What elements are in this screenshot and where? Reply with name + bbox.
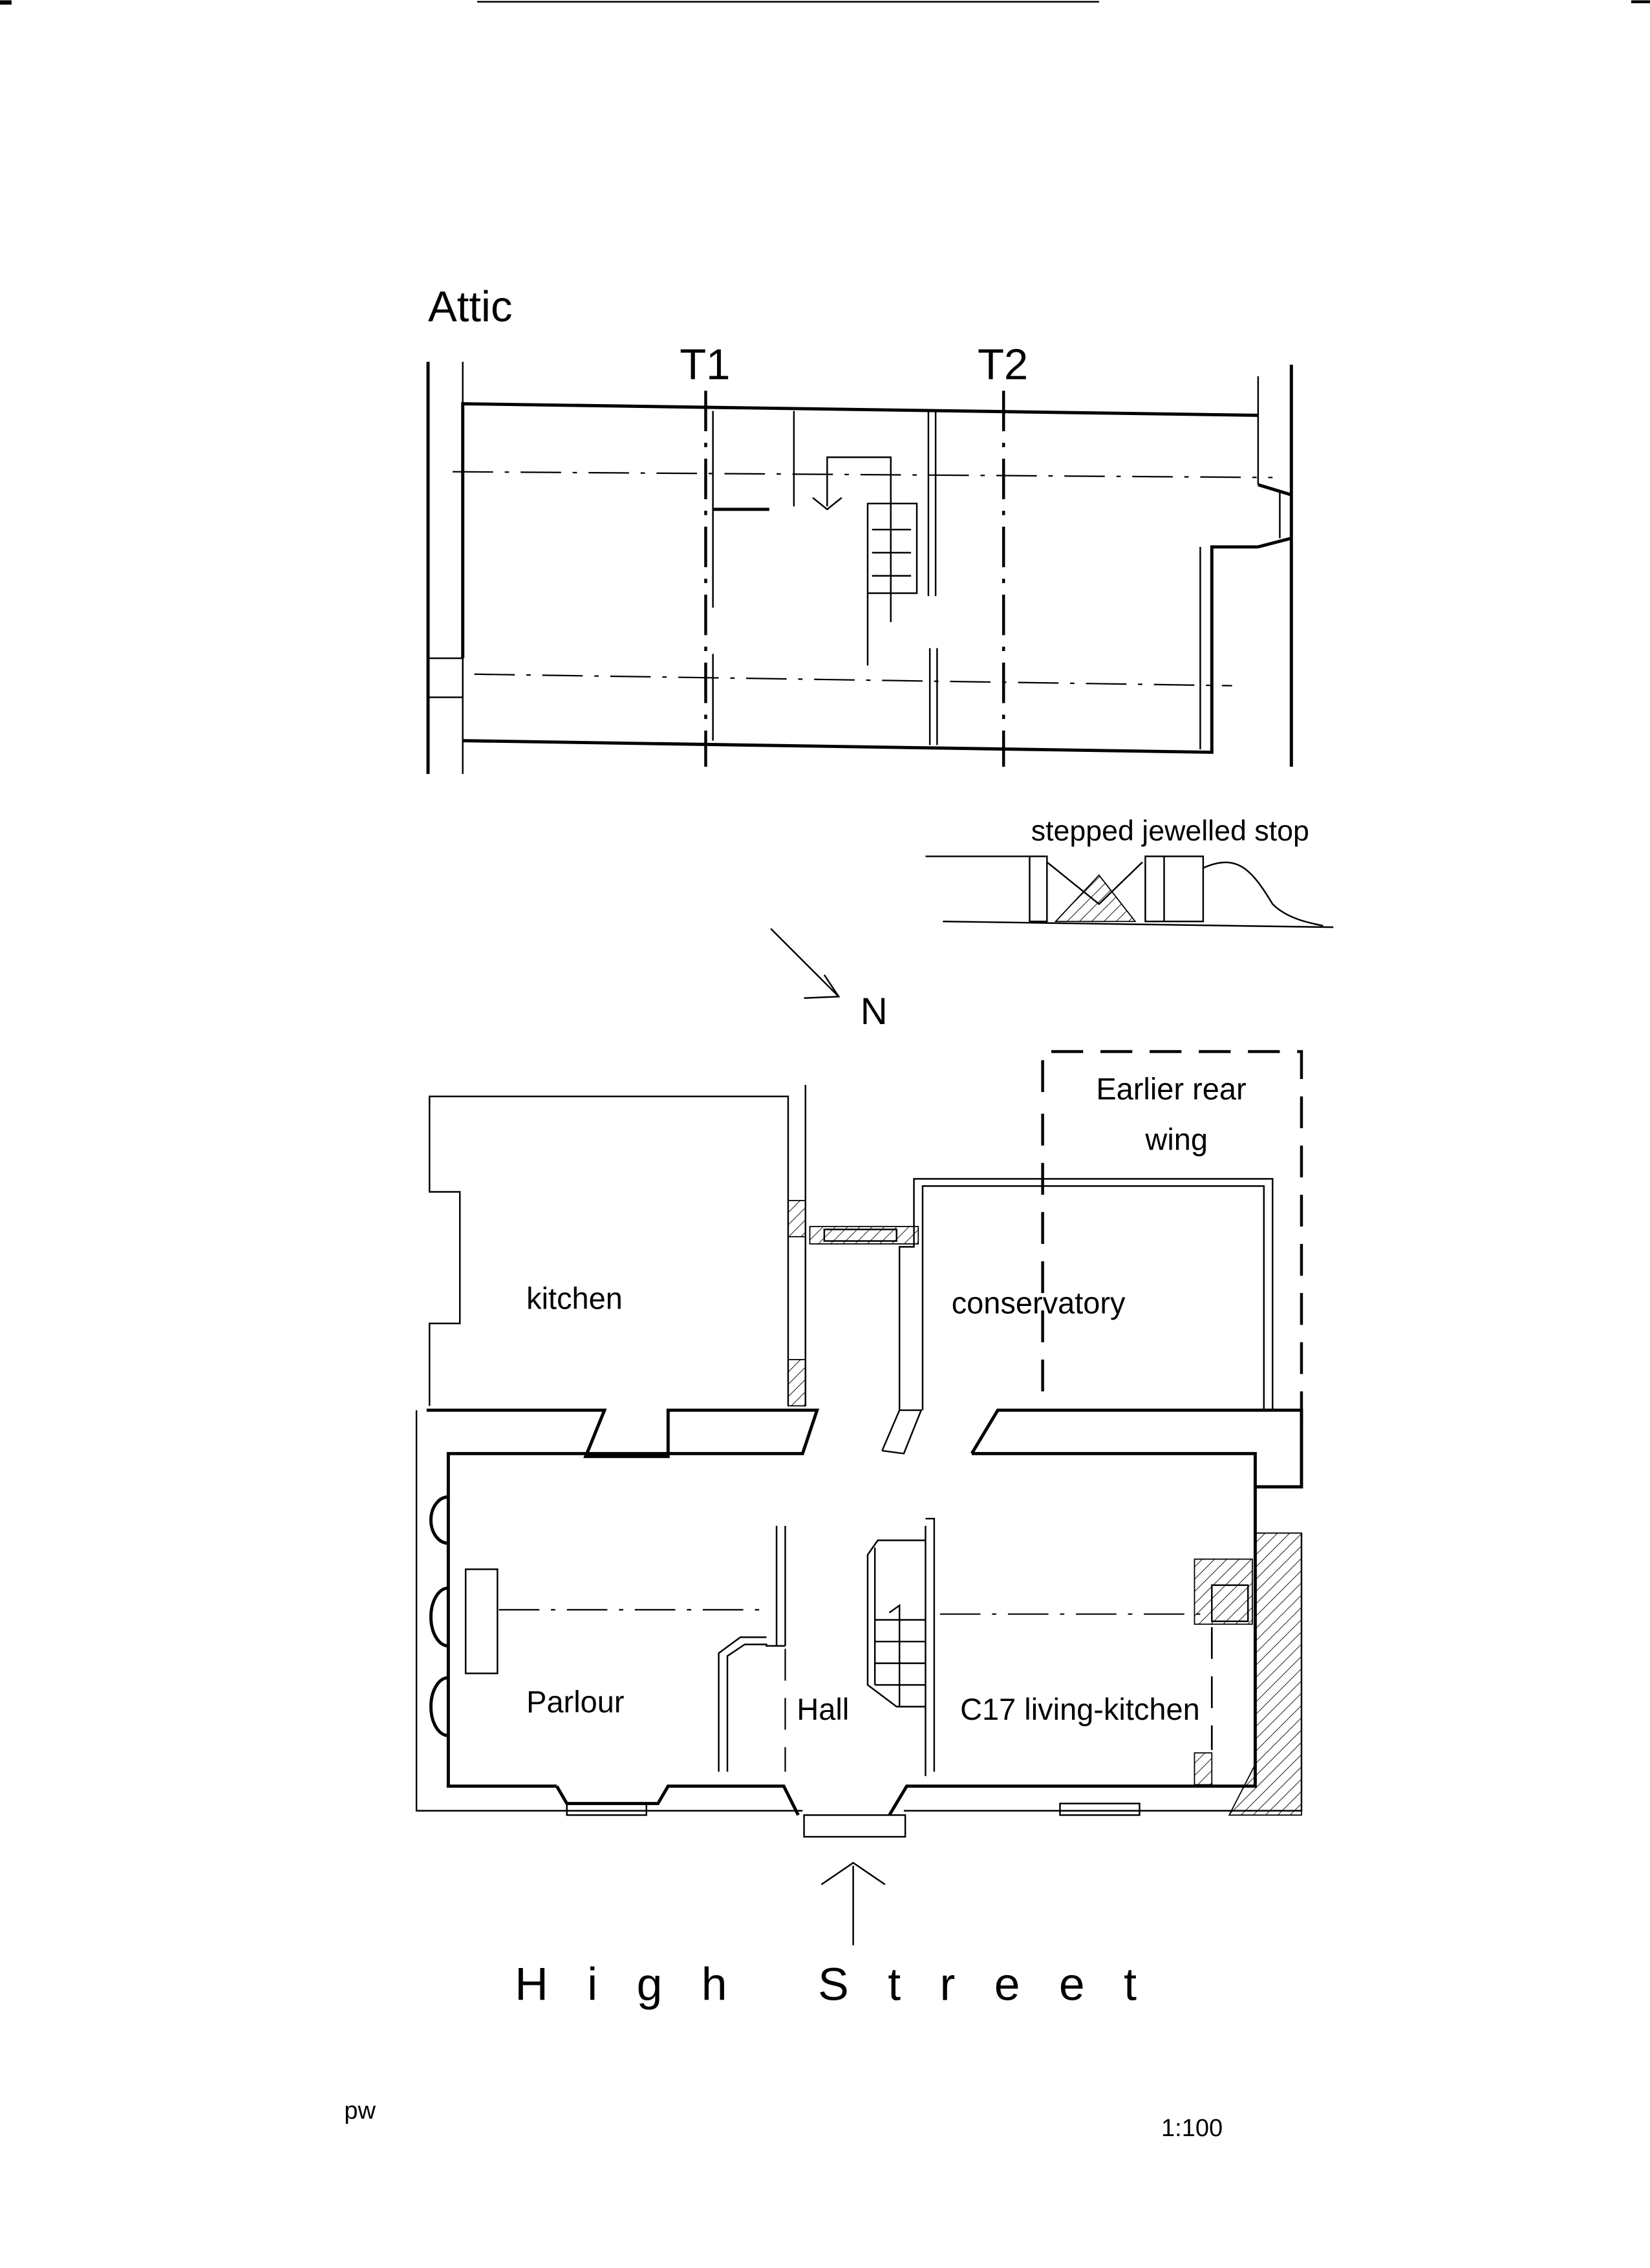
entrance-arrow bbox=[820, 1861, 886, 1945]
room-label-hall: Hall bbox=[797, 1692, 849, 1726]
scan-edge-marks bbox=[0, 0, 1650, 5]
drawer-initials: pw bbox=[344, 2097, 376, 2124]
room-label-conservatory: conservatory bbox=[952, 1285, 1126, 1320]
truss-t2-label: T2 bbox=[978, 340, 1028, 389]
room-label-kitchen: kitchen bbox=[526, 1281, 623, 1316]
attic-title: Attic bbox=[428, 283, 512, 331]
stepped-jewelled-stop-detail: stepped jewelled stop bbox=[925, 815, 1334, 928]
attic-plan: Attic T1 T2 bbox=[426, 283, 1293, 775]
room-label-rear-wing-1: Earlier rear bbox=[1096, 1071, 1246, 1106]
room-label-living-kitchen: C17 living-kitchen bbox=[960, 1692, 1200, 1726]
stop-detail-label: stepped jewelled stop bbox=[1031, 815, 1309, 847]
north-label: N bbox=[861, 990, 888, 1032]
room-label-parlour: Parlour bbox=[526, 1685, 624, 1719]
north-arrow: N bbox=[770, 928, 888, 1032]
scale-label: 1:100 bbox=[1161, 2115, 1223, 2142]
truss-t1-label: T1 bbox=[680, 340, 730, 389]
north-arrow-icon bbox=[770, 928, 840, 998]
room-label-rear-wing-2: wing bbox=[1144, 1122, 1208, 1157]
street-label: H i g h S t r e e t bbox=[515, 1959, 1137, 2011]
ground-floor-plan: kitchen conservatory Earlier rear wing P… bbox=[415, 1050, 1303, 1838]
